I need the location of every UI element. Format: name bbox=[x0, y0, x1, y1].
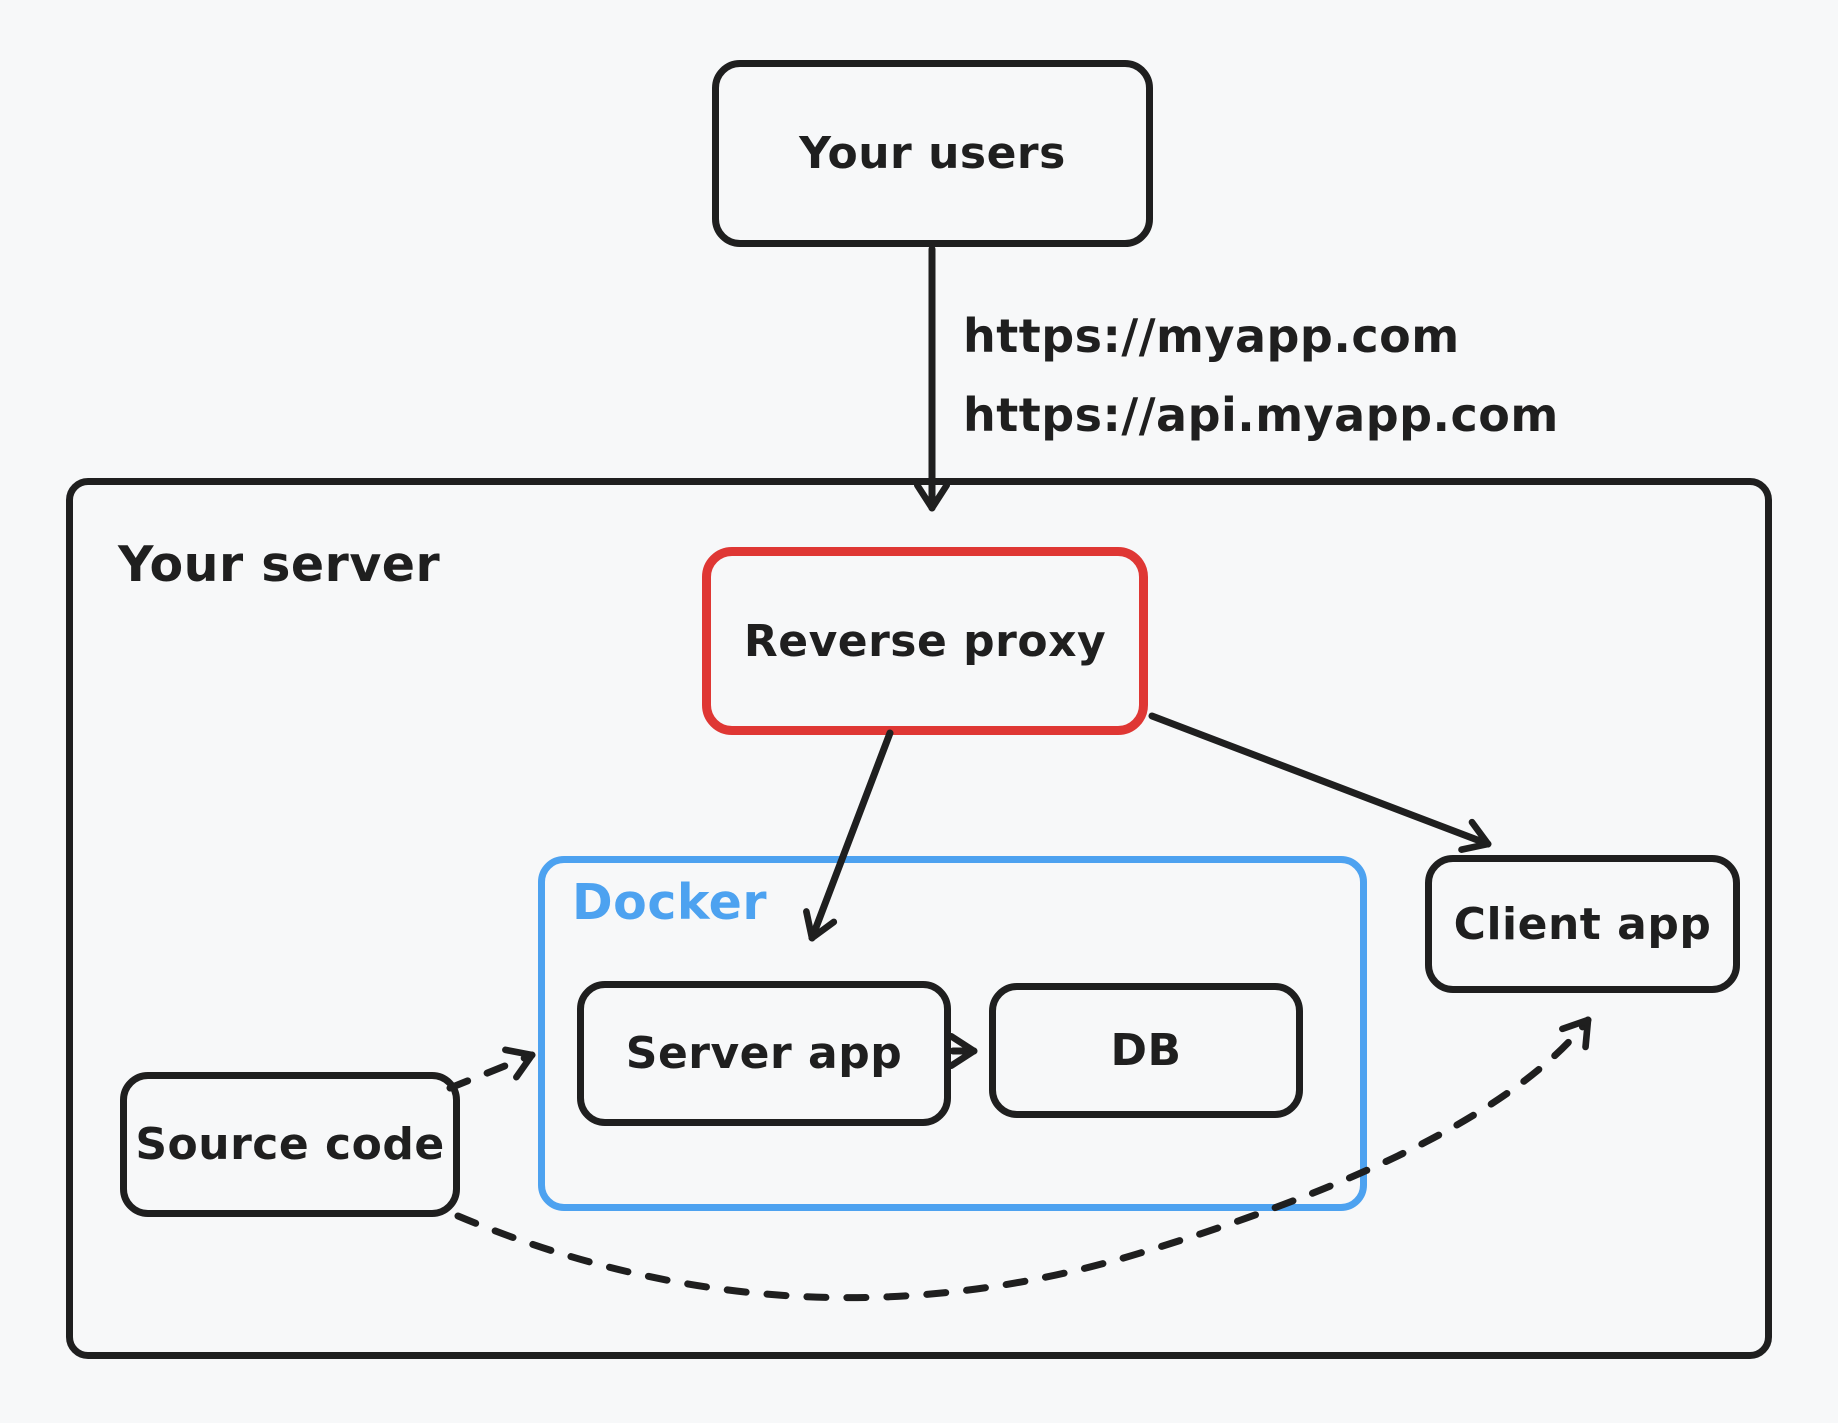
node-your-users: Your users bbox=[712, 60, 1153, 247]
node-reverse-proxy-label: Reverse proxy bbox=[743, 615, 1107, 667]
node-client-app-label: Client app bbox=[1453, 898, 1712, 950]
edge-label-url-2: https://api.myapp.com bbox=[963, 388, 1559, 442]
node-reverse-proxy: Reverse proxy bbox=[702, 547, 1148, 735]
node-your-users-label: Your users bbox=[799, 128, 1066, 179]
edge-users-to-proxy-labels: https://myapp.com https://api.myapp.com bbox=[963, 297, 1559, 455]
node-server-app-label: Server app bbox=[625, 1028, 903, 1079]
node-source-code: Source code bbox=[120, 1072, 460, 1217]
group-your-server bbox=[66, 478, 1772, 1359]
node-server-app: Server app bbox=[577, 981, 951, 1126]
node-db-label: DB bbox=[1110, 1025, 1182, 1076]
edge-label-url-1: https://myapp.com bbox=[963, 309, 1460, 363]
group-docker-label: Docker bbox=[572, 874, 768, 931]
node-source-code-label: Source code bbox=[135, 1119, 445, 1170]
node-client-app: Client app bbox=[1425, 855, 1740, 993]
group-your-server-label: Your server bbox=[118, 536, 441, 593]
node-db: DB bbox=[989, 983, 1303, 1118]
